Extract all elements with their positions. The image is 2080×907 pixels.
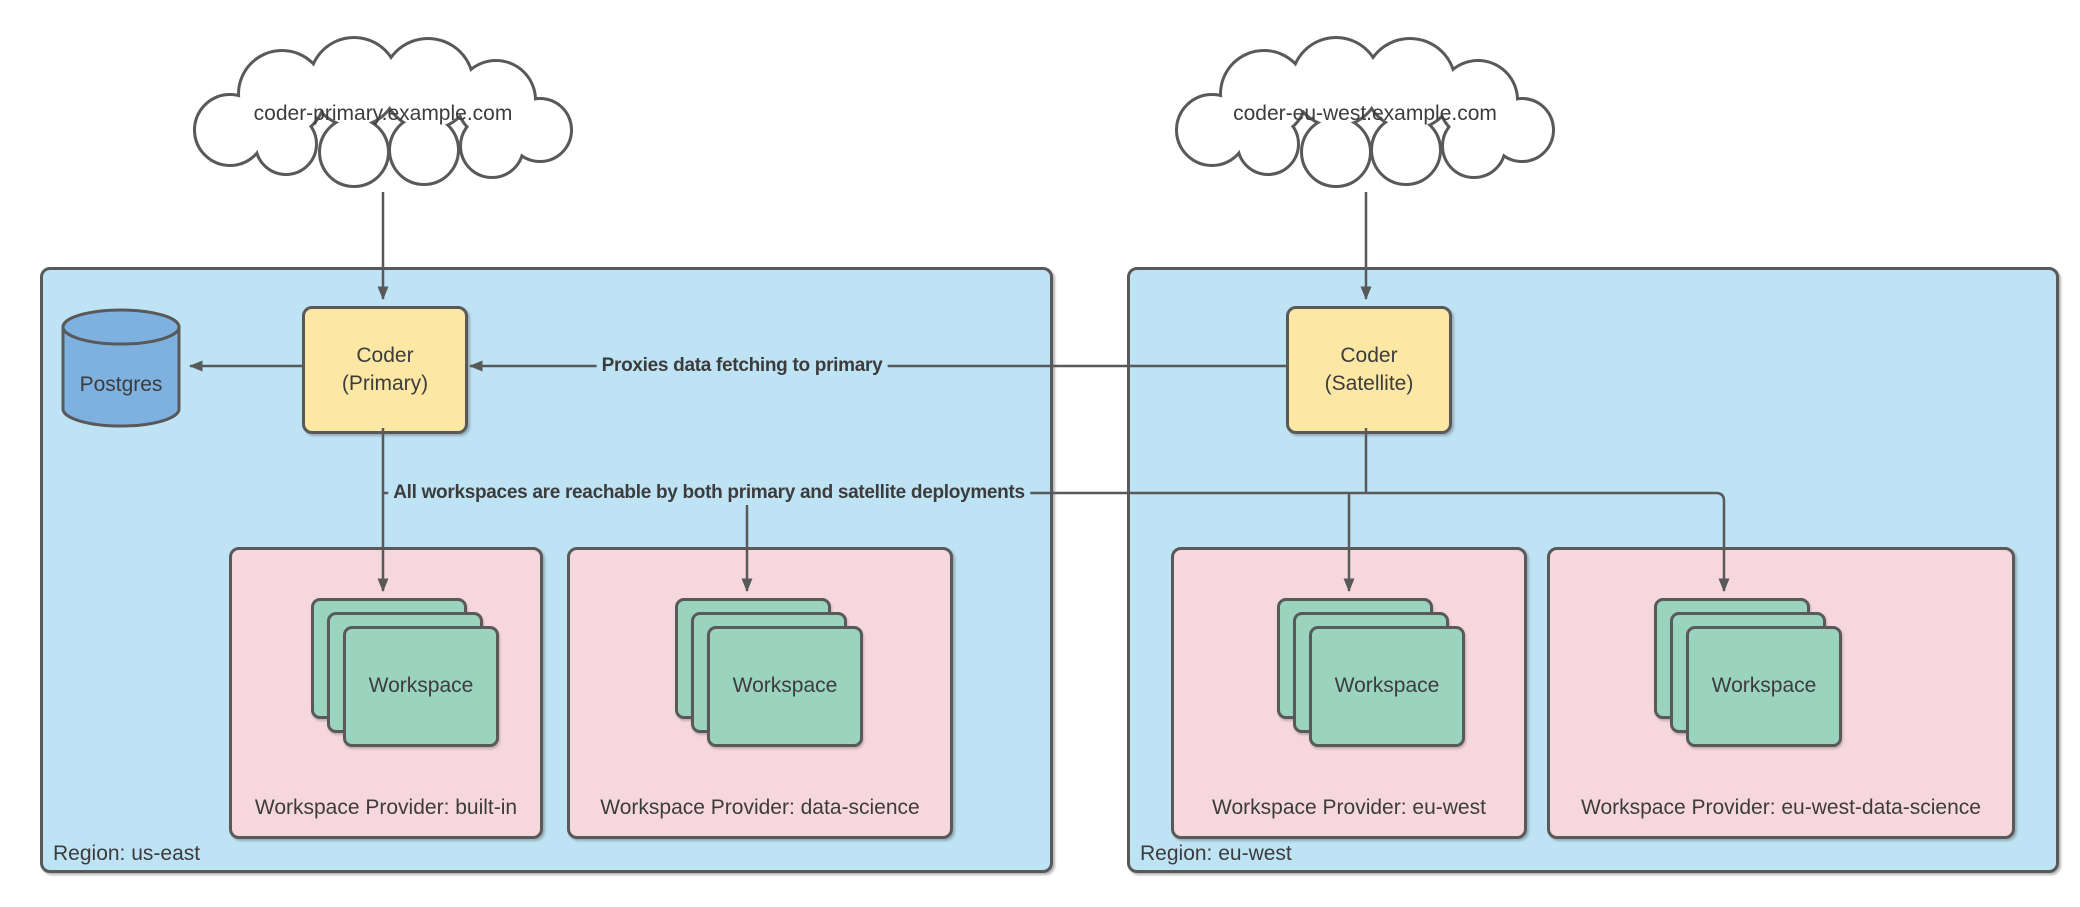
workspace-stack: Workspace (675, 598, 863, 747)
provider-data-science-box: Workspace Workspace Provider: data-scien… (567, 547, 953, 839)
cloud-eu-west-label: coder-eu-west.example.com (1233, 102, 1497, 125)
workspace-label: Workspace (1334, 674, 1440, 698)
edge-label-reachable: All workspaces are reachable by both pri… (388, 481, 1030, 505)
workspace-label: Workspace (368, 674, 474, 698)
region-eu-west-label: Region: eu-west (1140, 841, 1292, 865)
provider-eu-west-data-science-box: Workspace Workspace Provider: eu-west-da… (1547, 547, 2015, 839)
edge-label-proxies: Proxies data fetching to primary (596, 354, 888, 378)
workspace-card-front: Workspace (343, 626, 499, 747)
cloud-primary-label: coder-primary.example.com (253, 102, 513, 125)
coder-satellite-label: Coder (Satellite) (1324, 343, 1414, 395)
provider-built-in-box: Workspace Workspace Provider: built-in (229, 547, 543, 839)
workspace-label: Workspace (1711, 674, 1817, 698)
workspace-stack: Workspace (1654, 598, 1842, 747)
coder-satellite-node: Coder (Satellite) (1286, 306, 1452, 434)
workspace-card-front: Workspace (1686, 626, 1842, 747)
workspace-stack: Workspace (311, 598, 499, 747)
provider-built-in-label: Workspace Provider: built-in (254, 796, 518, 819)
coder-primary-label: Coder (Primary) (341, 343, 429, 395)
cloud-primary: coder-primary.example.com (168, 36, 598, 192)
provider-eu-west-label: Workspace Provider: eu-west (1212, 796, 1486, 819)
postgres-database: Postgres (60, 306, 182, 430)
workspace-label: Workspace (732, 674, 838, 698)
provider-eu-west-box: Workspace Workspace Provider: eu-west (1171, 547, 1527, 839)
coder-primary-node: Coder (Primary) (302, 306, 468, 434)
region-us-east-label: Region: us-east (53, 841, 201, 865)
workspace-stack: Workspace (1277, 598, 1465, 747)
workspace-card-front: Workspace (1309, 626, 1465, 747)
postgres-label: Postgres (79, 372, 163, 396)
provider-eu-west-data-science-label: Workspace Provider: eu-west-data-science (1581, 796, 1981, 819)
cloud-eu-west: coder-eu-west.example.com (1150, 36, 1580, 192)
provider-data-science-label: Workspace Provider: data-science (600, 796, 920, 819)
workspace-card-front: Workspace (707, 626, 863, 747)
database-cylinder-shape (61, 308, 181, 428)
